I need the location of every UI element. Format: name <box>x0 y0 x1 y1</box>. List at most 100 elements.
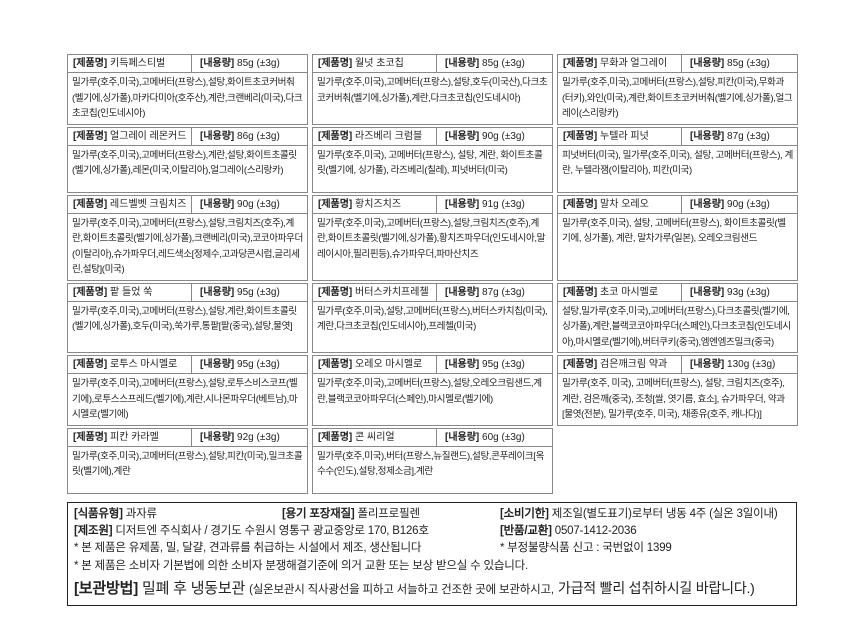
product-card: [제품명] 오레오 마시멜로[내용량] 95g (±3g)밀가루(호주,미국),… <box>312 355 553 426</box>
product-ingredients: 밀가루(호주,미국),버터(프랑스,뉴질랜드),설탕,콘푸레이크[옥수수(인도)… <box>317 450 545 478</box>
product-card: [제품명] 피칸 카라멜[내용량] 92g (±3g) 밀가루(호주,미국),고메… <box>67 427 308 494</box>
product-ingredients: 밀가루(호주, 미국), 고메버터(프랑스), 설탕, 크림치즈(호주), 계란… <box>562 378 785 420</box>
product-name-label: [제품명] <box>318 198 353 210</box>
product-weight-label: [내용량] <box>445 431 480 443</box>
product-weight-cell: [내용량] 91g (±3g) <box>437 196 552 213</box>
maker-cell: [제조원] 디저트엔 주식회사 / 경기도 수원시 영통구 광교중앙로 170,… <box>74 523 492 540</box>
product-name: 로투스 마시멜로 <box>110 359 178 370</box>
consumer-notice: * 본 제품은 소비자 기본법에 의한 소비자 분쟁해결기준에 의거 교환 또는… <box>74 559 529 572</box>
product-weight-label: [내용량] <box>690 58 725 69</box>
product-ingredients: 밀가루(호주,미국),고메버터(프랑스),설탕,크림치즈(호주),계란,화이트초… <box>72 217 303 276</box>
product-name-label: [제품명] <box>318 58 353 69</box>
product-weight-label: [내용량] <box>200 198 235 210</box>
product-weight-label: [내용량] <box>690 286 725 298</box>
product-weight-cell: [내용량] 85g (±3g) <box>437 55 552 72</box>
product-card: [제품명] 라즈베리 크럼블[내용량] 90g (±3g)밀가루(호주,미국),… <box>312 126 553 193</box>
product-ingredients: 밀가루(호주,미국),설탕,고메버터(프랑스),버터스카치칩(미국),계란,다크… <box>317 305 548 333</box>
product-name: 오레오 마시멜로 <box>355 359 423 370</box>
product-name-cell: [제품명] 버터스카치프레첼 <box>313 283 437 301</box>
product-ingredients: 밀가루(호주,미국),고메버터(프랑스),설탕,피칸(미국),밀크초콜릿(벨기에… <box>72 450 303 478</box>
product-name-cell: [제품명] 콘 씨리얼 <box>313 428 437 446</box>
food-type-value: 과자류 <box>125 507 157 520</box>
product-name-label: [제품명] <box>563 198 598 210</box>
product-name-cell: [제품명] 피칸 카라멜 <box>68 428 192 446</box>
product-name-label: [제품명] <box>563 359 598 370</box>
product-card: [제품명] 팥 들었 쑥[내용량] 95g (±3g)밀가루(호주,미국),고메… <box>67 282 308 353</box>
product-weight: 92g (±3g) <box>237 431 280 443</box>
product-weight: 130g (±3g) <box>727 359 776 370</box>
product-name-cell: [제품명] 월넛 초코칩 <box>313 55 437 72</box>
product-name-cell: [제품명] 얼그레이 레몬커드 <box>68 127 192 145</box>
product-name: 황치즈치즈 <box>355 198 402 210</box>
product-card: [제품명] 무화과 얼그레이[내용량] 85g (±3g)밀가루(호주,미국),… <box>557 54 798 125</box>
product-ingredients: 밀가루(호주,미국),고메버터(프랑스),설탕,호두(미국산),다크초코커버춰(… <box>317 77 548 104</box>
product-card: [제품명] 월넛 초코칩[내용량] 85g (±3g) 밀가루(호주,미국),고메… <box>312 54 553 125</box>
package-cell: [용기 포장재질] 폴리프로필렌 <box>282 506 492 523</box>
product-name-label: [제품명] <box>318 286 353 298</box>
product-ingredients: 설탕,밀가루(호주,미국),고메버터(프랑스),다크초콜릿(벨기에,싱가폴),계… <box>562 305 791 348</box>
product-header: [제품명] 피칸 카라멜[내용량] 92g (±3g) <box>68 428 307 447</box>
product-header: [제품명] 검은깨크림 약과[내용량] 130g (±3g) <box>558 356 797 374</box>
product-weight-cell: [내용량] 95g (±3g) <box>192 284 307 301</box>
product-name: 얼그레이 레몬커드 <box>110 130 187 142</box>
storage-row: [보관방법] 밀폐 후 냉동보관 (실온보관시 직사광선을 피하고 서늘하고 건… <box>74 577 790 601</box>
product-ingredients: 밀가루(호주,미국),고메버터(프랑스),설탕,로투스비스코프(벨기에),로투스… <box>72 378 298 420</box>
product-header: [제품명] 팥 들었 쑥[내용량] 95g (±3g) <box>68 283 307 302</box>
product-weight: 85g (±3g) <box>237 58 280 69</box>
return-cell: [반품/교환] 0507-1412-2036 <box>500 523 790 540</box>
product-name-cell: [제품명] 레드벨벳 크림치즈 <box>68 195 192 213</box>
product-name-label: [제품명] <box>563 286 598 298</box>
return-label: [반품/교환] <box>500 524 552 537</box>
product-ingredients: 밀가루(호주,미국),고메버터(프랑스),설탕,피칸(미국),무화과(터키),와… <box>562 77 793 119</box>
product-header: [제품명] 오레오 마시멜로[내용량] 95g (±3g) <box>313 356 552 374</box>
product-name-cell: [제품명] 로투스 마시멜로 <box>68 356 192 373</box>
product-name: 피칸 카라멜 <box>110 431 159 443</box>
product-weight-cell: [내용량] 60g (±3g) <box>437 429 552 446</box>
product-name: 무화과 얼그레이 <box>600 58 668 69</box>
product-name-label: [제품명] <box>73 286 108 298</box>
product-weight: 95g (±3g) <box>237 286 280 298</box>
product-name: 콘 씨리얼 <box>355 431 395 443</box>
product-ingredients: 밀가루(호주,미국), 설탕, 고메버터(프랑스), 화이트초콜릿(벨기에, 싱… <box>562 217 786 245</box>
return-value: 0507-1412-2036 <box>554 524 637 537</box>
product-header: [제품명] 무화과 얼그레이[내용량] 85g (±3g) <box>558 55 797 73</box>
product-weight-cell: [내용량] 85g (±3g) <box>682 55 797 72</box>
product-name-cell: [제품명] 오레오 마시멜로 <box>313 356 437 373</box>
product-weight-label: [내용량] <box>445 130 480 142</box>
product-weight-label: [내용량] <box>200 359 235 370</box>
product-card: [제품명] 키득페스티벌[내용량] 85g (±3g)밀가루(호주,미국),고메… <box>67 54 308 125</box>
product-weight-label: [내용량] <box>690 198 725 210</box>
food-type-cell: [식품유형] 과자류 <box>74 506 274 523</box>
product-weight-cell: [내용량] 92g (±3g) <box>192 429 307 446</box>
product-name: 버터스카치프레첼 <box>355 286 429 298</box>
maker-label: [제조원] <box>74 524 113 537</box>
product-weight-label: [내용량] <box>690 130 725 142</box>
product-header: [제품명] 로투스 마시멜로[내용량] 95g (±3g) <box>68 356 307 374</box>
product-header: [제품명] 말차 오레오 [내용량] 90g (±3g) <box>558 195 797 214</box>
product-card: [제품명] 황치즈치즈[내용량] 91g (±3g)밀가루(호주,미국),고메버… <box>312 194 553 281</box>
product-weight-cell: [내용량] 90g (±3g) <box>682 196 797 213</box>
product-weight-cell: [내용량] 93g (±3g) <box>682 284 797 301</box>
expiry-cell: [소비기한] 제조일(별도표기)로부터 냉동 4주 (실온 3일이내) <box>500 506 790 523</box>
product-name-cell: [제품명] 검은깨크림 약과 <box>558 356 682 373</box>
package-value: 폴리프로필렌 <box>357 507 420 520</box>
expiry-value: 제조일(별도표기)로부터 냉동 4주 (실온 3일이내) <box>551 507 778 520</box>
product-ingredients: 밀가루(호주,미국),고메버터(프랑스),설탕,화이트초코커버춰(벨기에,싱가폴… <box>72 77 303 119</box>
product-name: 레드벨벳 크림치즈 <box>110 198 187 210</box>
product-header: [제품명] 버터스카치프레첼[내용량] 87g (±3g) <box>313 283 552 302</box>
maker-value: 디저트엔 주식회사 / 경기도 수원시 영통구 광교중앙로 170, B126호 <box>115 524 429 537</box>
product-grid: [제품명] 키득페스티벌[내용량] 85g (±3g)밀가루(호주,미국),고메… <box>67 0 798 494</box>
product-name: 누텔라 피넛 <box>600 130 649 142</box>
product-weight-cell: [내용량] 90g (±3g) <box>192 196 307 213</box>
food-type-label: [식품유형] <box>74 507 123 520</box>
package-label: [용기 포장재질] <box>282 507 355 520</box>
product-weight-cell: [내용량] 95g (±3g) <box>192 356 307 373</box>
product-name-label: [제품명] <box>73 130 108 142</box>
product-weight: 87g (±3g) <box>727 130 770 142</box>
product-card: [제품명] 말차 오레오 [내용량] 90g (±3g) 밀가루(호주,미국), 설… <box>557 194 798 281</box>
product-name: 라즈베리 크럼블 <box>355 130 423 142</box>
product-weight-label: [내용량] <box>200 286 235 298</box>
product-card: [제품명] 버터스카치프레첼[내용량] 87g (±3g) 밀가루(호주,미국),… <box>312 282 553 353</box>
product-name-label: [제품명] <box>563 130 598 142</box>
product-name: 말차 오레오 <box>600 198 649 210</box>
